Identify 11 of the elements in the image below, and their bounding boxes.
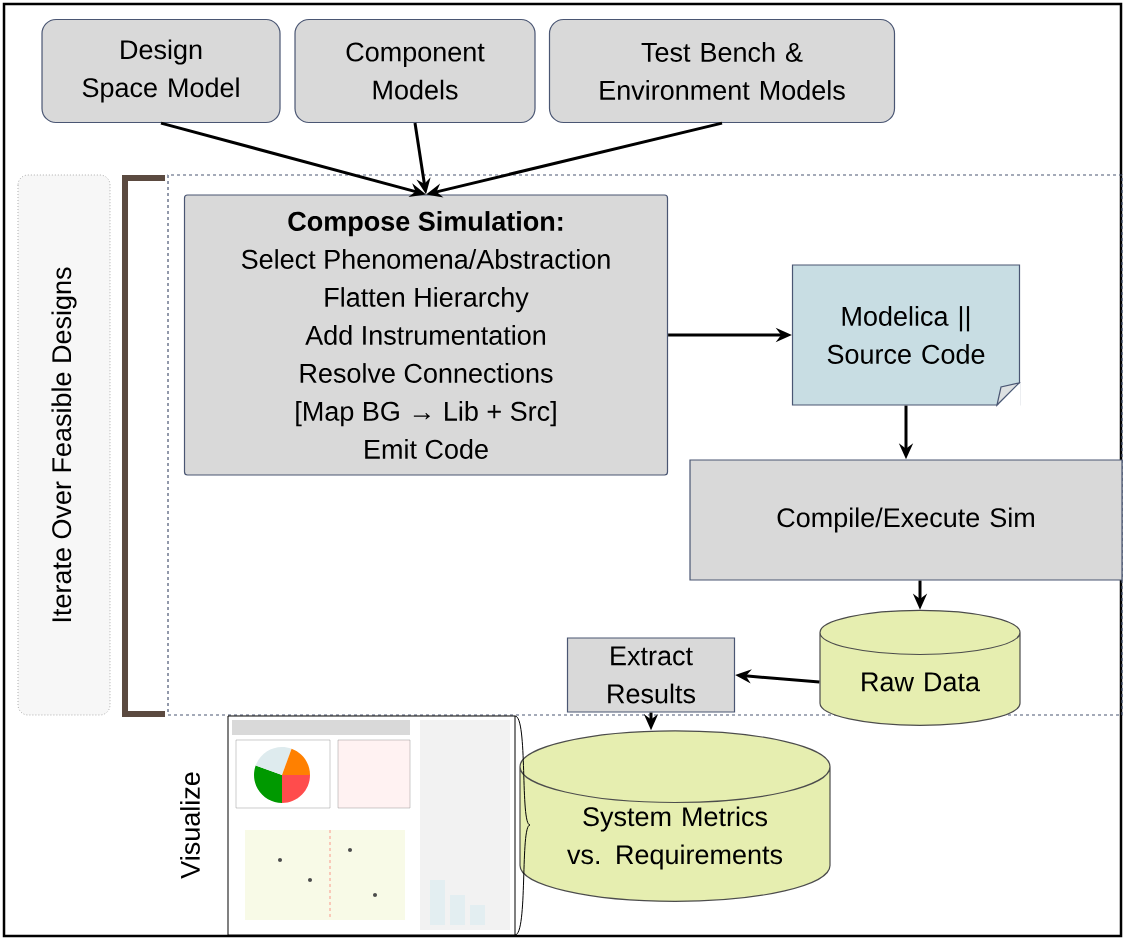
process-box: Compose Simulation: Select Phenomena/Abstraction Flatten Hierarchy Add Instrumentation Resolve Connections [Map BG → Lib + Src] Emit Code (183, 194, 669, 476)
process-box: Compile/Execute Sim (689, 459, 1123, 581)
model-box: Component Models (294, 18, 536, 124)
model-box: Test Bench & Environment Models (548, 18, 896, 124)
loop-region (167, 174, 1123, 716)
data-cylinder: Raw Data (819, 609, 1021, 726)
model-box: Design Space Model (41, 18, 281, 124)
loop-label-box: Iterate Over Feasible Designs (17, 174, 111, 716)
process-box: Extract Results (566, 637, 736, 713)
data-cylinder: System Metrics vs. Requirements (519, 730, 831, 902)
section-label: Visualize (180, 772, 200, 879)
